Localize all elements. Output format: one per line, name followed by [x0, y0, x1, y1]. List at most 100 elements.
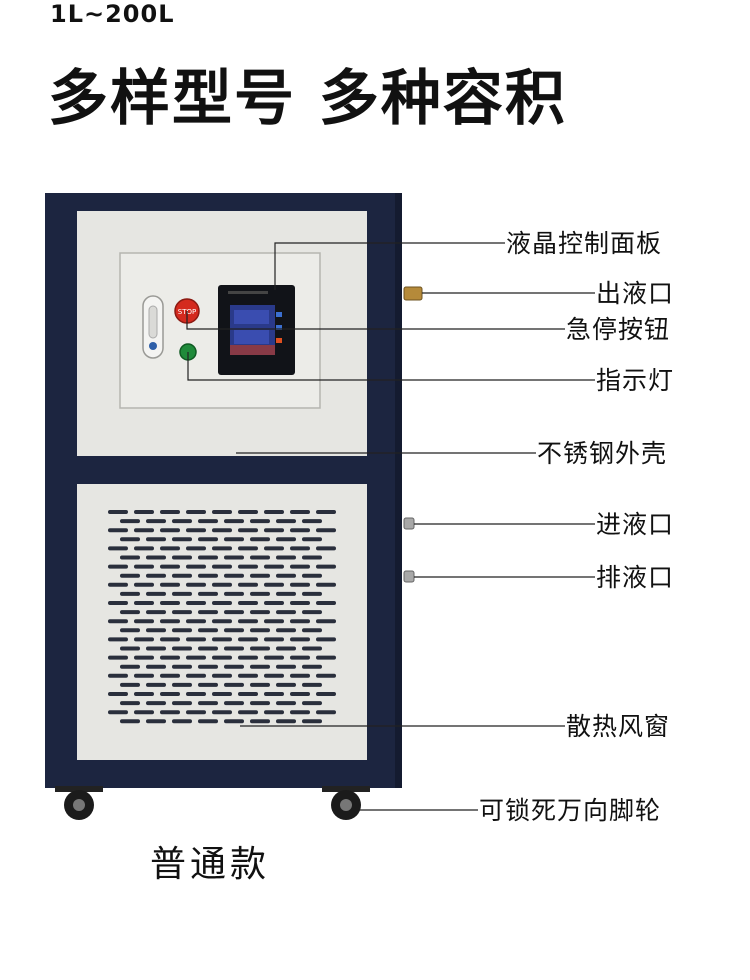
vent-slot	[134, 692, 154, 696]
vent-slot	[134, 546, 154, 551]
vent-slot	[302, 610, 322, 615]
vent-slot	[250, 610, 270, 615]
vent-slot	[120, 682, 140, 687]
vent-slot	[198, 519, 218, 524]
vent-slot	[198, 537, 218, 542]
vent-slot	[160, 692, 180, 696]
vent-slot	[146, 646, 166, 651]
vent-slot	[224, 664, 244, 669]
vent-slot	[134, 637, 154, 642]
vent-slot	[186, 528, 206, 533]
vent-slot	[302, 519, 322, 524]
vent-slot	[186, 710, 206, 715]
vent-slot	[238, 564, 258, 569]
vent-slot	[238, 546, 258, 551]
vent-slot	[172, 701, 192, 706]
callout-stainless-shell: 不锈钢外壳	[537, 439, 668, 468]
vent-slot	[224, 537, 244, 542]
vent-slot	[212, 564, 232, 569]
callout-inlet: 进液口	[596, 510, 675, 539]
callout-drain: 排液口	[596, 563, 675, 592]
cabinet-side-shade	[395, 193, 402, 788]
vent-slot	[134, 582, 154, 587]
vent-slot	[276, 719, 296, 724]
vent-slot	[212, 710, 232, 715]
vent-slot	[108, 528, 128, 533]
vent-slot	[172, 719, 192, 724]
vent-slot	[264, 510, 284, 514]
vent-slot	[290, 637, 310, 642]
vent-slot	[108, 637, 128, 642]
vent-slot	[302, 573, 322, 578]
vent-slot	[290, 564, 310, 569]
vent-slot	[146, 701, 166, 706]
vent-grille	[108, 510, 336, 724]
vent-slot	[302, 628, 322, 633]
vent-slot	[264, 637, 284, 642]
vent-slot	[108, 692, 128, 696]
vent-slot	[198, 628, 218, 633]
model-caption: 普通款	[150, 844, 271, 885]
vent-slot	[172, 610, 192, 615]
vent-slot	[316, 710, 336, 715]
vent-slot	[134, 710, 154, 715]
vent-slot	[238, 673, 258, 678]
vent-slot	[212, 673, 232, 678]
vent-slot	[146, 537, 166, 542]
vent-slot	[186, 564, 206, 569]
vent-slot	[250, 628, 270, 633]
vent-slot	[276, 701, 296, 706]
vent-slot	[120, 701, 140, 706]
vent-slot	[316, 546, 336, 551]
vent-slot	[276, 682, 296, 687]
vent-slot	[120, 519, 140, 524]
vent-slot	[198, 573, 218, 578]
vent-slot	[198, 701, 218, 706]
vent-slot	[238, 619, 258, 624]
vent-slot	[302, 646, 322, 651]
vent-slot	[186, 582, 206, 587]
leader-indicator	[187, 352, 595, 381]
vent-slot	[316, 601, 336, 605]
vent-slot	[264, 601, 284, 605]
vent-slot	[186, 619, 206, 624]
vent-slot	[198, 591, 218, 596]
vent-slot	[134, 673, 154, 678]
vent-slot	[250, 555, 270, 560]
vent-slot	[290, 510, 310, 514]
vent-slot	[108, 619, 128, 624]
vent-slot	[224, 682, 244, 687]
vent-slot	[224, 719, 244, 724]
vent-slot	[302, 591, 322, 596]
vent-slot	[302, 537, 322, 542]
vent-slot	[316, 655, 336, 660]
vent-slot	[290, 582, 310, 587]
vent-slot	[250, 719, 270, 724]
outlet-port	[403, 286, 423, 301]
vent-slot	[198, 646, 218, 651]
vent-slot	[212, 619, 232, 624]
vent-slot	[224, 573, 244, 578]
vent-slot	[172, 573, 192, 578]
vent-slot	[160, 601, 180, 605]
vent-slot	[134, 564, 154, 569]
vent-slot	[290, 710, 310, 715]
vent-slot	[264, 619, 284, 624]
vent-slot	[264, 564, 284, 569]
vent-slot	[238, 601, 258, 605]
callout-emergency-stop: 急停按钮	[566, 315, 671, 344]
vent-slot	[224, 610, 244, 615]
vent-slot	[238, 582, 258, 587]
vent-slot	[212, 655, 232, 660]
vent-slot	[146, 591, 166, 596]
vent-slot	[264, 692, 284, 696]
vent-slot	[172, 628, 192, 633]
vent-slot	[108, 582, 128, 587]
vent-slot	[250, 519, 270, 524]
vent-slot	[290, 546, 310, 551]
vent-slot	[264, 528, 284, 533]
vent-slot	[172, 519, 192, 524]
vent-slot	[186, 510, 206, 514]
vent-slot	[316, 510, 336, 514]
caster-right	[322, 786, 370, 820]
